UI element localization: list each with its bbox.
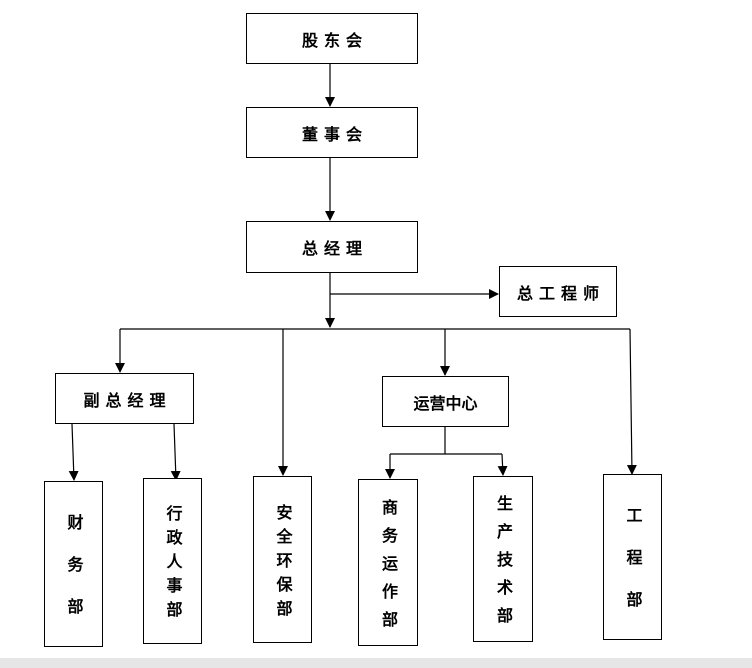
node-shareholders: 股东会 — [246, 13, 418, 64]
node-board: 董事会 — [246, 107, 418, 158]
node-label: 商务运作部 — [379, 498, 398, 639]
node-label: 行政人事部 — [163, 505, 183, 625]
node-label: 安全环保部 — [273, 503, 293, 624]
connector-production-tech — [497, 453, 508, 476]
node-business-ops: 商务运作部 — [358, 479, 418, 646]
connector-engineering — [626, 328, 637, 475]
node-finance: 财务部 — [44, 481, 103, 647]
node-label: 总工程师 — [516, 283, 605, 303]
node-label: 工程部 — [623, 507, 643, 633]
node-label: 运营中心 — [413, 393, 478, 413]
node-label: 生产技术部 — [494, 495, 513, 635]
node-safety-env: 安全环保部 — [253, 476, 312, 643]
node-production-tech: 生产技术部 — [473, 476, 533, 642]
node-label: 总经理 — [301, 239, 368, 258]
node-engineering: 工程部 — [603, 474, 662, 640]
node-label: 副总经理 — [83, 390, 172, 410]
node-label: 董事会 — [301, 124, 368, 144]
node-label: 股东会 — [301, 30, 368, 50]
connector-admin-hr — [170, 423, 181, 481]
node-operations-center: 运营中心 — [382, 376, 509, 427]
node-admin-hr: 行政人事部 — [143, 478, 202, 644]
bottom-scroll-area — [0, 658, 752, 668]
node-label: 财务部 — [64, 514, 84, 640]
node-deputy-gm: 副总经理 — [55, 373, 194, 424]
node-chief-engineer: 总工程师 — [499, 266, 617, 317]
connector-finance — [68, 423, 79, 481]
node-general-manager: 总经理 — [246, 221, 418, 273]
